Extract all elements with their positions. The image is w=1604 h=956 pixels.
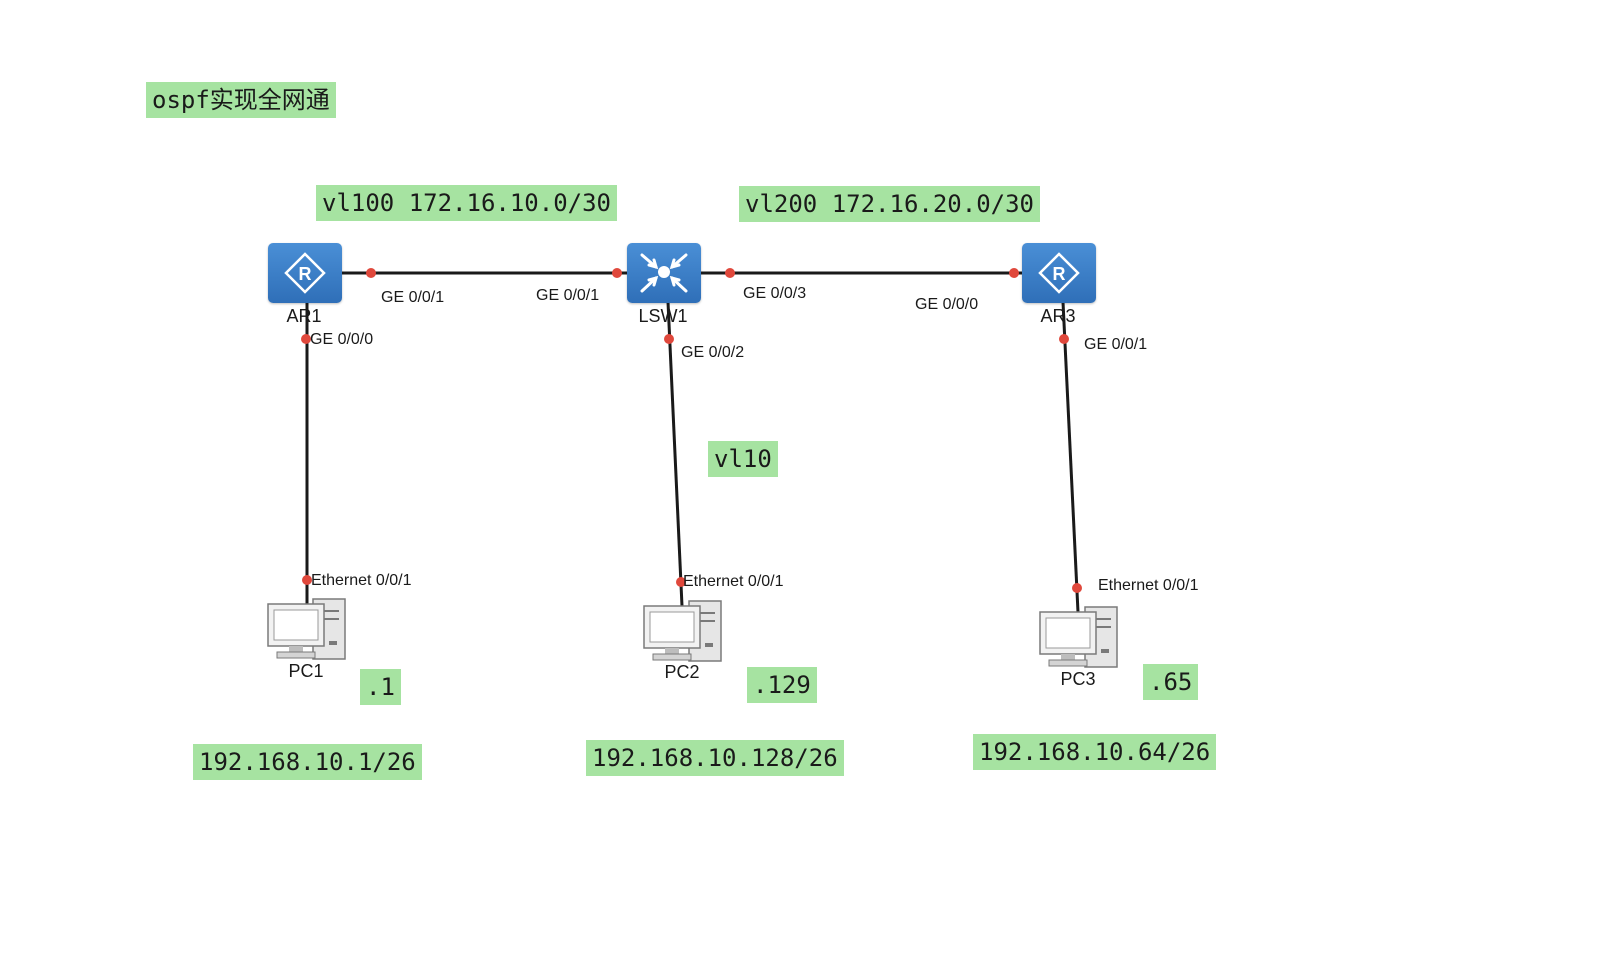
port-label-pc3-eth: Ethernet 0/0/1 — [1098, 577, 1199, 594]
port-dot — [676, 577, 686, 587]
port-dot — [366, 268, 376, 278]
pc-icon — [1039, 606, 1118, 668]
router-ar1[interactable]: R — [268, 243, 342, 303]
pc-pc2[interactable] — [643, 599, 723, 663]
switch-lsw1[interactable] — [627, 243, 701, 303]
port-dot — [1072, 583, 1082, 593]
device-label-pc1: PC1 — [288, 661, 324, 681]
vlan-note-vl200: vl200 172.16.20.0/30 — [739, 186, 1040, 222]
subnet-note-pc2: 192.168.10.128/26 — [586, 740, 844, 776]
svg-text:R: R — [299, 264, 312, 284]
port-label-ar1-ge000: GE 0/0/0 — [310, 331, 374, 348]
device-label-ar3: AR3 — [1040, 306, 1076, 326]
port-label-ar3-ge001: GE 0/0/1 — [1084, 336, 1148, 353]
link-ar3-pc3 — [1061, 301, 1080, 613]
router-ar3[interactable]: R — [1022, 243, 1096, 303]
port-dot — [1059, 334, 1069, 344]
pc-pc3[interactable] — [1039, 605, 1119, 669]
device-label-pc2: PC2 — [664, 662, 700, 682]
port-dot — [1009, 268, 1019, 278]
host-note-pc1: .1 — [360, 669, 401, 705]
port-dot — [664, 334, 674, 344]
port-label-ar3-ge000: GE 0/0/0 — [915, 296, 979, 313]
port-label-pc2-eth: Ethernet 0/0/1 — [683, 573, 784, 590]
diagram-title: ospf实现全网通 — [146, 82, 336, 118]
router-icon: R — [284, 252, 326, 294]
port-label-ar1-ge001: GE 0/0/1 — [381, 289, 445, 306]
device-label-lsw1: LSW1 — [638, 306, 688, 326]
pc-icon — [643, 600, 722, 662]
port-label-lsw1-ge001: GE 0/0/1 — [536, 287, 600, 304]
device-label-ar1: AR1 — [286, 306, 322, 326]
subnet-note-pc3: 192.168.10.64/26 — [973, 734, 1217, 770]
port-dot — [302, 575, 312, 585]
switch-icon — [640, 253, 688, 293]
svg-text:R: R — [1053, 264, 1066, 284]
port-dot — [725, 268, 735, 278]
port-label-pc1-eth: Ethernet 0/0/1 — [311, 572, 412, 589]
pc-icon — [267, 598, 346, 660]
vlan-note-vl100: vl100 172.16.10.0/30 — [316, 185, 617, 221]
router-icon: R — [1038, 252, 1080, 294]
port-label-lsw1-ge003: GE 0/0/3 — [743, 285, 807, 302]
pc-pc1[interactable] — [267, 597, 347, 661]
vlan-note-vl10: vl10 — [708, 441, 778, 477]
subnet-note-pc1: 192.168.10.1/26 — [193, 744, 422, 780]
host-note-pc3: .65 — [1143, 664, 1199, 700]
port-dot — [301, 334, 311, 344]
port-label-lsw1-ge002: GE 0/0/2 — [681, 344, 745, 361]
link-lsw1-pc2 — [666, 301, 684, 607]
port-dot — [612, 268, 622, 278]
host-note-pc2: .129 — [747, 667, 817, 703]
device-label-pc3: PC3 — [1060, 669, 1096, 689]
